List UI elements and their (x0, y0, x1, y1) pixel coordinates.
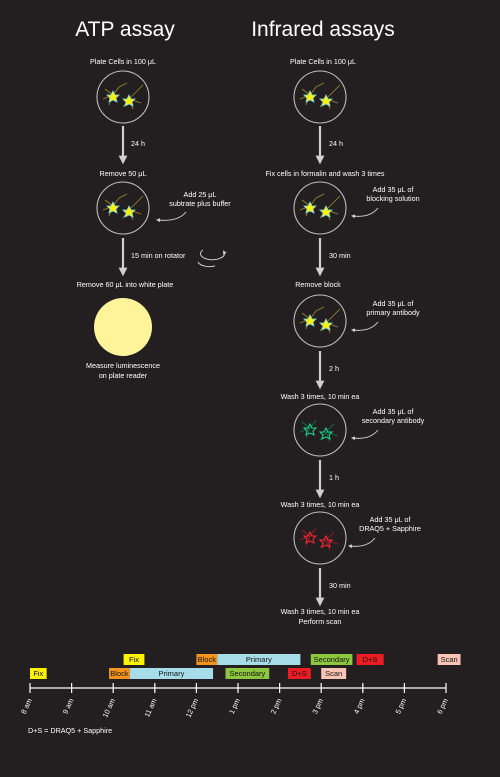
timeline-bar-label: Block (110, 669, 129, 678)
atp-well-plated-cells-icon (96, 70, 150, 124)
ir-note-secondary-line2: secondary antibody (362, 416, 425, 425)
ir-note-primary-arrow (351, 321, 379, 333)
ir-step-wash-1: Wash 3 times, 10 min ea (281, 392, 360, 401)
timeline-bar-fix (30, 668, 47, 679)
atp-duration-1: 24 h (131, 139, 145, 148)
timeline-bar-label: Block (198, 655, 217, 664)
ir-step-final-wash: Wash 3 times, 10 min ea (281, 607, 360, 616)
infrared-title: Infrared assays (251, 18, 395, 41)
atp-title: ATP assay (75, 18, 175, 41)
timeline-bar-label: Scan (325, 669, 342, 678)
rotator-icon (197, 249, 227, 268)
ir-note-draq5-line2: DRAQ5 + Sapphire (359, 524, 421, 533)
timeline-tick-label: 8 am (19, 697, 34, 715)
ir-note-primary-line2: primary antibody (366, 308, 420, 317)
ir-well-secondary-icon (293, 403, 347, 457)
timeline-bar-fix (123, 654, 145, 665)
ir-step-wash-2: Wash 3 times, 10 min ea (281, 500, 360, 509)
ir-note-secondary-line1: Add 35 μL of (373, 407, 414, 416)
timeline-tick-label: 6 pm (435, 697, 450, 715)
ir-note-blocking-line2: blocking solution (366, 194, 419, 203)
ir-note-secondary-arrow (351, 429, 379, 441)
timeline-bar-primary (217, 654, 301, 665)
ir-duration-5: 30 min (329, 581, 351, 590)
ir-well-plated-cells-icon (293, 70, 347, 124)
atp-step-remove-medium: Remove 50 μL (100, 169, 147, 178)
timeline-bar-d-s (356, 654, 384, 665)
timeline-bar-primary (129, 668, 214, 679)
timeline-tick-label: 3 pm (310, 697, 325, 715)
white-plate-well-icon (94, 298, 152, 356)
timeline-bar-d-s (287, 668, 311, 679)
ir-well-blocking-icon (293, 181, 347, 235)
ir-note-draq5-arrow (348, 537, 376, 549)
timeline-bar-label: Secondary (229, 669, 265, 678)
timeline-bar-label: D+S (363, 655, 378, 664)
timeline-bar-label: Primary (246, 655, 272, 664)
timeline-bar-label: Scan (441, 655, 458, 664)
ir-well-draq5-icon (293, 511, 347, 565)
ir-duration-1: 24 h (329, 139, 343, 148)
timeline-bar-scan (321, 668, 347, 679)
ir-step-perform-scan: Perform scan (299, 617, 342, 626)
timeline-tick-label: 9 am (61, 697, 76, 715)
ir-duration-3: 2 h (329, 364, 339, 373)
atp-step-measure-line1: Measure luminescence (86, 361, 160, 370)
ir-duration-4: 1 h (329, 473, 339, 482)
atp-note-add-substrate-line2: subtrate plus buffer (169, 199, 231, 208)
timeline-bar-block (196, 654, 218, 665)
atp-duration-2: 15 min on rotator (131, 251, 186, 260)
timeline-bar-label: Secondary (314, 655, 350, 664)
ir-step-remove-block: Remove block (295, 280, 341, 289)
atp-step-plate-cells: Plate Cells in 100 μL (90, 57, 156, 66)
timeline-tick-label: 12 pm (184, 697, 201, 719)
timeline-tick-label: 4 pm (352, 697, 367, 715)
timeline-bar-scan (437, 654, 461, 665)
timeline-bar-label: Fix (33, 669, 43, 678)
ir-step-fix-cells: Fix cells in formalin and wash 3 times (265, 169, 384, 178)
atp-step-transfer: Remove 60 μL into white plate (77, 280, 174, 289)
ir-step-plate-cells: Plate Cells in 100 μL (290, 57, 356, 66)
ir-duration-2: 30 min (329, 251, 351, 260)
timeline-tick-label: 5 pm (393, 697, 408, 715)
ir-note-blocking-line1: Add 35 μL of (373, 185, 414, 194)
timeline-tick-label: 1 pm (227, 697, 242, 715)
ir-note-draq5-line1: Add 35 μL of (370, 515, 411, 524)
timeline-bar-label: Fix (129, 655, 139, 664)
ir-note-blocking-arrow (351, 207, 379, 219)
timeline-tick-label: 10 am (100, 697, 117, 719)
timeline-bar-secondary (310, 654, 353, 665)
timeline-bar-block (109, 668, 130, 679)
atp-note-curved-arrow (156, 211, 187, 223)
atp-step-measure-line2: on plate reader (99, 371, 148, 380)
timeline-tick-label: 11 am (142, 697, 158, 718)
ir-note-primary-line1: Add 35 μL of (373, 299, 414, 308)
timeline-bar-label: Primary (159, 669, 185, 678)
atp-note-add-substrate-line1: Add 25 μL (184, 190, 217, 199)
timeline-bar-secondary (225, 668, 270, 679)
timeline-tick-label: 2 pm (269, 697, 284, 715)
legend-note: D+S = DRAQ5 + Sapphire (28, 726, 112, 735)
ir-well-primary-icon (293, 294, 347, 348)
timeline-bar-label: D+S (292, 669, 307, 678)
atp-well-substrate-icon (96, 181, 150, 235)
